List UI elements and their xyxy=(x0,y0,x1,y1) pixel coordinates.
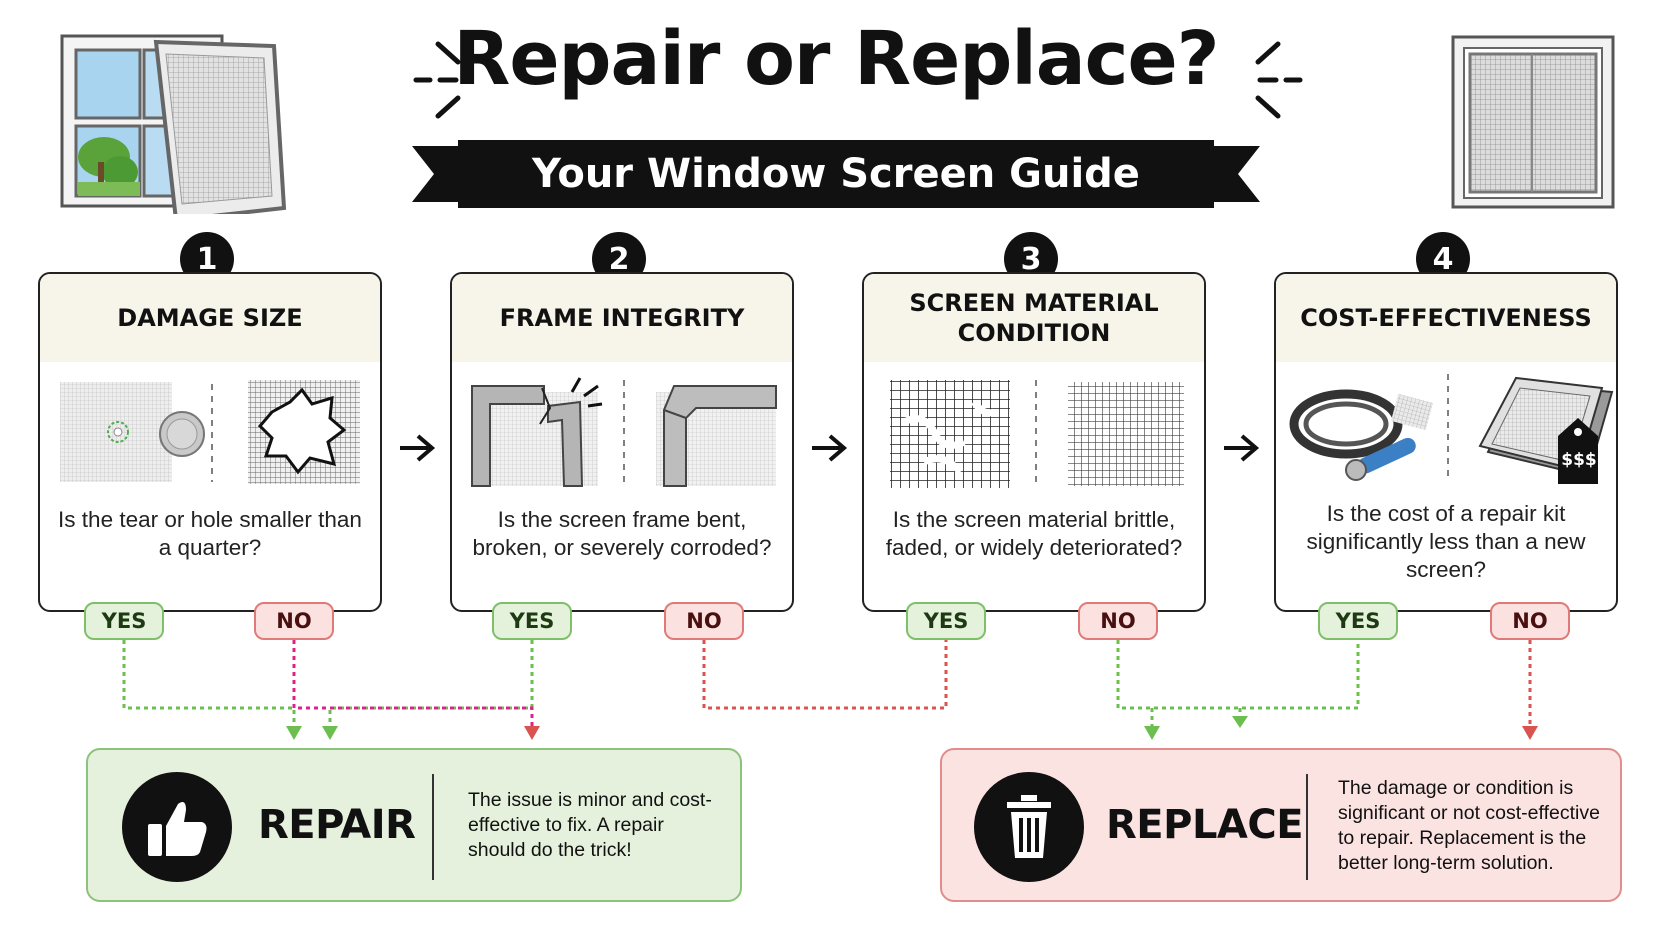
title-sparkle-right-icon xyxy=(1255,41,1303,119)
step-card-screen-material: SCREEN MATERIAL CONDITION Is the screen … xyxy=(862,272,1206,612)
arrow-right-icon xyxy=(812,434,848,462)
step-question: Is the screen frame bent, broken, or sev… xyxy=(472,507,772,560)
screen-material-illustration xyxy=(890,380,1184,488)
repair-label: REPAIR xyxy=(258,802,416,848)
cost-effectiveness-illustration xyxy=(1289,374,1614,484)
price-tag-label: $$$ xyxy=(1561,450,1597,470)
step-2-yes-option[interactable]: YES xyxy=(492,602,572,640)
step-title: DAMAGE SIZE xyxy=(40,274,380,362)
thumbs-up-icon xyxy=(122,772,232,882)
replace-description: The damage or condition is significant o… xyxy=(1338,777,1600,874)
step-3-no-option[interactable]: NO xyxy=(1078,602,1158,640)
step-card-frame-integrity: FRAME INTEGRITY Is the screen frame bent… xyxy=(450,272,794,612)
replace-divider xyxy=(1306,774,1308,880)
step-card-cost-effectiveness: COST-EFFECTIVENESS $$$ Is the cost of a … xyxy=(1274,272,1618,612)
subtitle-ribbon xyxy=(412,140,1260,208)
step-card-damage-size: DAMAGE SIZE Is the tear or hole smaller … xyxy=(38,272,382,612)
open-window-illustration xyxy=(60,34,287,214)
screened-window-illustration xyxy=(1451,35,1615,209)
title-sparkle-left-icon xyxy=(413,41,461,119)
damage-size-illustration xyxy=(60,380,360,484)
replace-label: REPLACE xyxy=(1106,802,1304,848)
step-title: FRAME INTEGRITY xyxy=(452,274,792,362)
step-title: SCREEN MATERIAL CONDITION xyxy=(864,274,1204,362)
step-1-yes-option[interactable]: YES xyxy=(84,602,164,640)
arrow-right-icon xyxy=(400,434,436,462)
arrow-right-icon xyxy=(1224,434,1260,462)
step-1-no-option[interactable]: NO xyxy=(254,602,334,640)
step-4-yes-option[interactable]: YES xyxy=(1318,602,1398,640)
step-2-no-option[interactable]: NO xyxy=(664,602,744,640)
page-title: Repair or Replace? xyxy=(453,16,1219,102)
step-question: Is the cost of a repair kit significantl… xyxy=(1306,501,1586,582)
step-4-no-option[interactable]: NO xyxy=(1490,602,1570,640)
trash-can-icon xyxy=(974,772,1084,882)
step-question: Is the screen material brittle, faded, o… xyxy=(885,507,1183,560)
repair-divider xyxy=(432,774,434,880)
step-title: COST-EFFECTIVENESS xyxy=(1276,274,1616,362)
repair-outcome-panel: REPAIR The issue is minor and cost-effec… xyxy=(86,748,742,902)
page-subtitle: Your Window Screen Guide xyxy=(532,151,1140,197)
step-3-yes-option[interactable]: YES xyxy=(906,602,986,640)
frame-integrity-illustration xyxy=(471,377,777,487)
step-question: Is the tear or hole smaller than a quart… xyxy=(58,507,362,560)
replace-outcome-panel: REPLACE The damage or condition is signi… xyxy=(940,748,1622,902)
repair-description: The issue is minor and cost-effective to… xyxy=(468,789,712,861)
